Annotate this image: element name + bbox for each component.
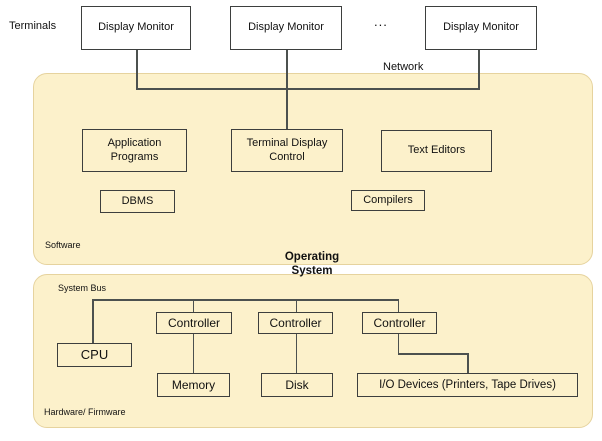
disk-box: Disk [261,373,333,397]
memory-box: Memory [157,373,230,397]
connector-network-bus [136,88,480,90]
display-monitor-box-2: Display Monitor [230,6,342,50]
controller-box-2: Controller [258,312,333,334]
connector-monitor2-down [286,50,288,129]
application-programs-box: Application Programs [82,129,187,172]
ellipsis-label: ... [374,14,388,29]
connector-monitor3-down [478,49,480,89]
cpu-box: CPU [57,343,132,367]
software-panel-label: Software [45,240,81,250]
connector-controller3-step-across [397,353,469,355]
terminal-display-control-box: Terminal Display Control [231,129,343,172]
compilers-box: Compilers [351,190,425,211]
connector-monitor1-down [136,50,138,89]
connector-bus-cpu [92,299,94,343]
display-monitor-box-3: Display Monitor [425,6,537,50]
connector-controller2-disk [295,334,297,373]
dbms-box: DBMS [100,190,175,213]
controller-box-3: Controller [362,312,437,334]
connector-bus-controller3 [397,299,399,312]
terminals-label: Terminals [9,20,57,32]
connector-controller3-io [467,353,469,373]
text-editors-box: Text Editors [381,130,492,172]
display-monitor-box-1: Display Monitor [81,6,191,50]
software-panel [33,73,593,265]
operating-system-label: Operating System [284,251,340,277]
connector-controller3-step-down [397,334,399,354]
connector-system-bus [92,299,399,301]
network-label: Network [383,61,424,73]
system-bus-label: System Bus [58,283,107,293]
connector-bus-controller1 [192,299,194,312]
io-devices-box: I/O Devices (Printers, Tape Drives) [357,373,578,397]
connector-bus-controller2 [295,299,297,312]
controller-box-1: Controller [156,312,232,334]
hardware-panel-label: Hardware/ Firmware [44,407,126,417]
connector-controller1-memory [192,334,194,373]
